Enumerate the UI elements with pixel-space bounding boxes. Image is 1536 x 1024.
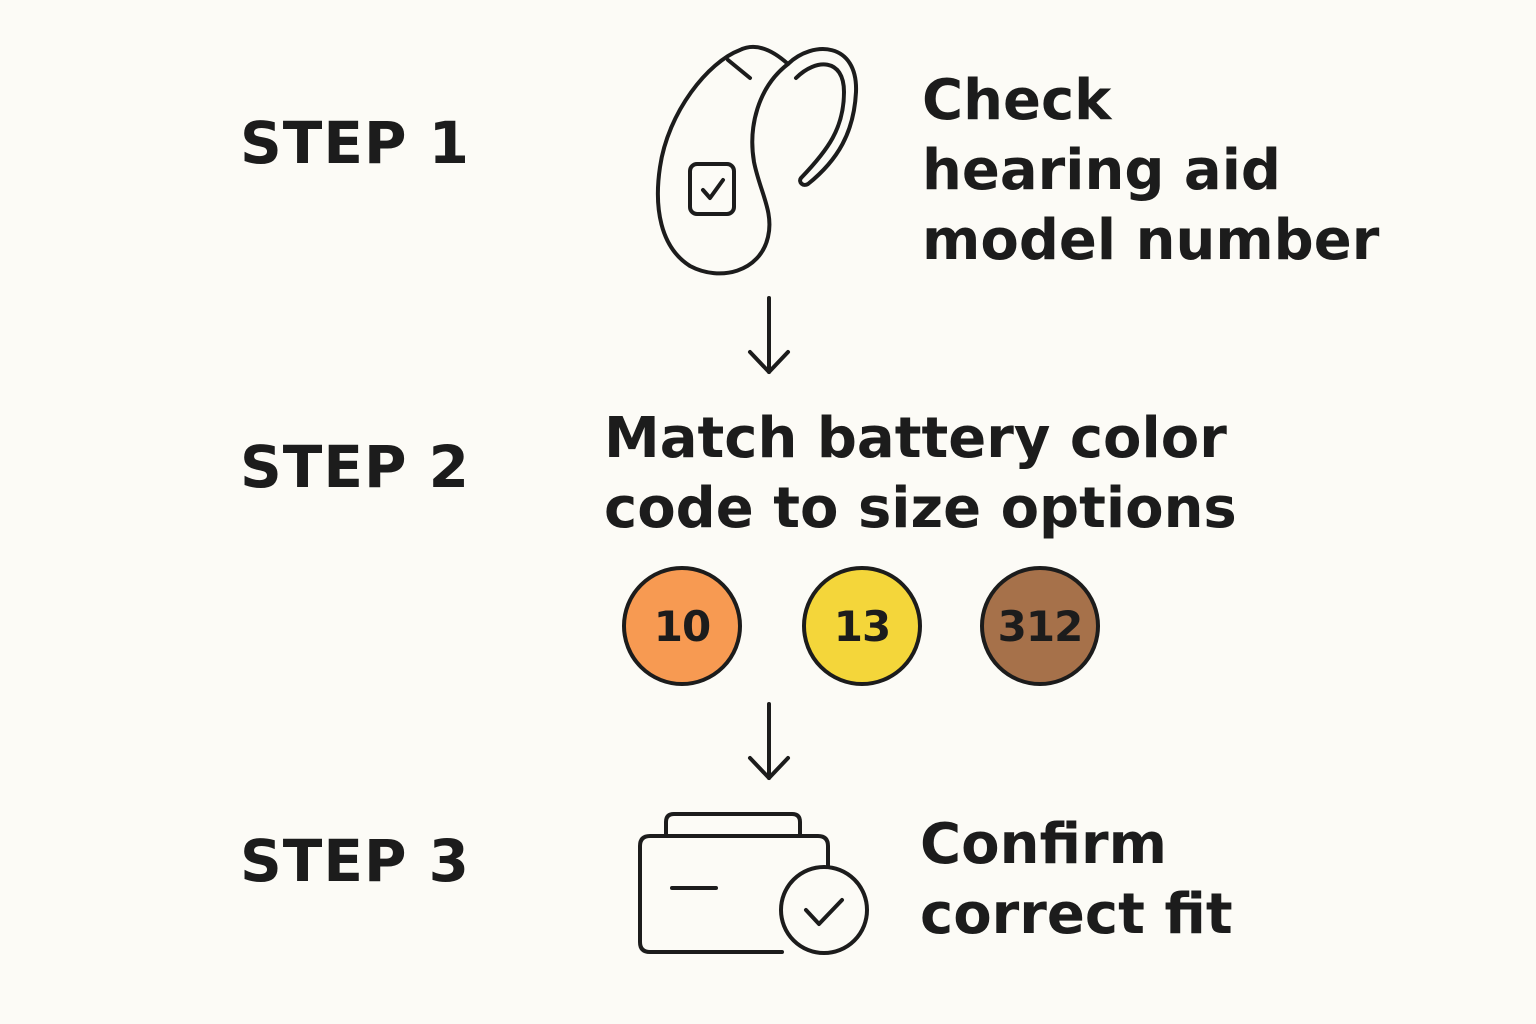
- step-1-label: STEP 1: [240, 109, 471, 177]
- arrow-down-icon: [748, 702, 790, 780]
- step-3-label: STEP 3: [240, 827, 471, 895]
- battery-card-check-icon: [638, 812, 869, 955]
- battery-size-10-chip: 10: [622, 566, 742, 686]
- arrow-down-icon: [748, 296, 790, 374]
- step-3-description: Confirm correct fit: [920, 812, 1233, 947]
- step-1-description: Check hearing aid model number: [922, 68, 1380, 273]
- hearing-aid-icon: [655, 45, 859, 276]
- battery-size-13-chip: 13: [802, 566, 922, 686]
- battery-size-312-chip: 312: [980, 566, 1100, 686]
- step-2-label: STEP 2: [240, 433, 471, 501]
- battery-size-label: 10: [653, 601, 711, 651]
- battery-size-label: 312: [997, 601, 1084, 651]
- battery-size-label: 13: [833, 601, 891, 651]
- step-2-description: Match battery color code to size options: [604, 406, 1237, 541]
